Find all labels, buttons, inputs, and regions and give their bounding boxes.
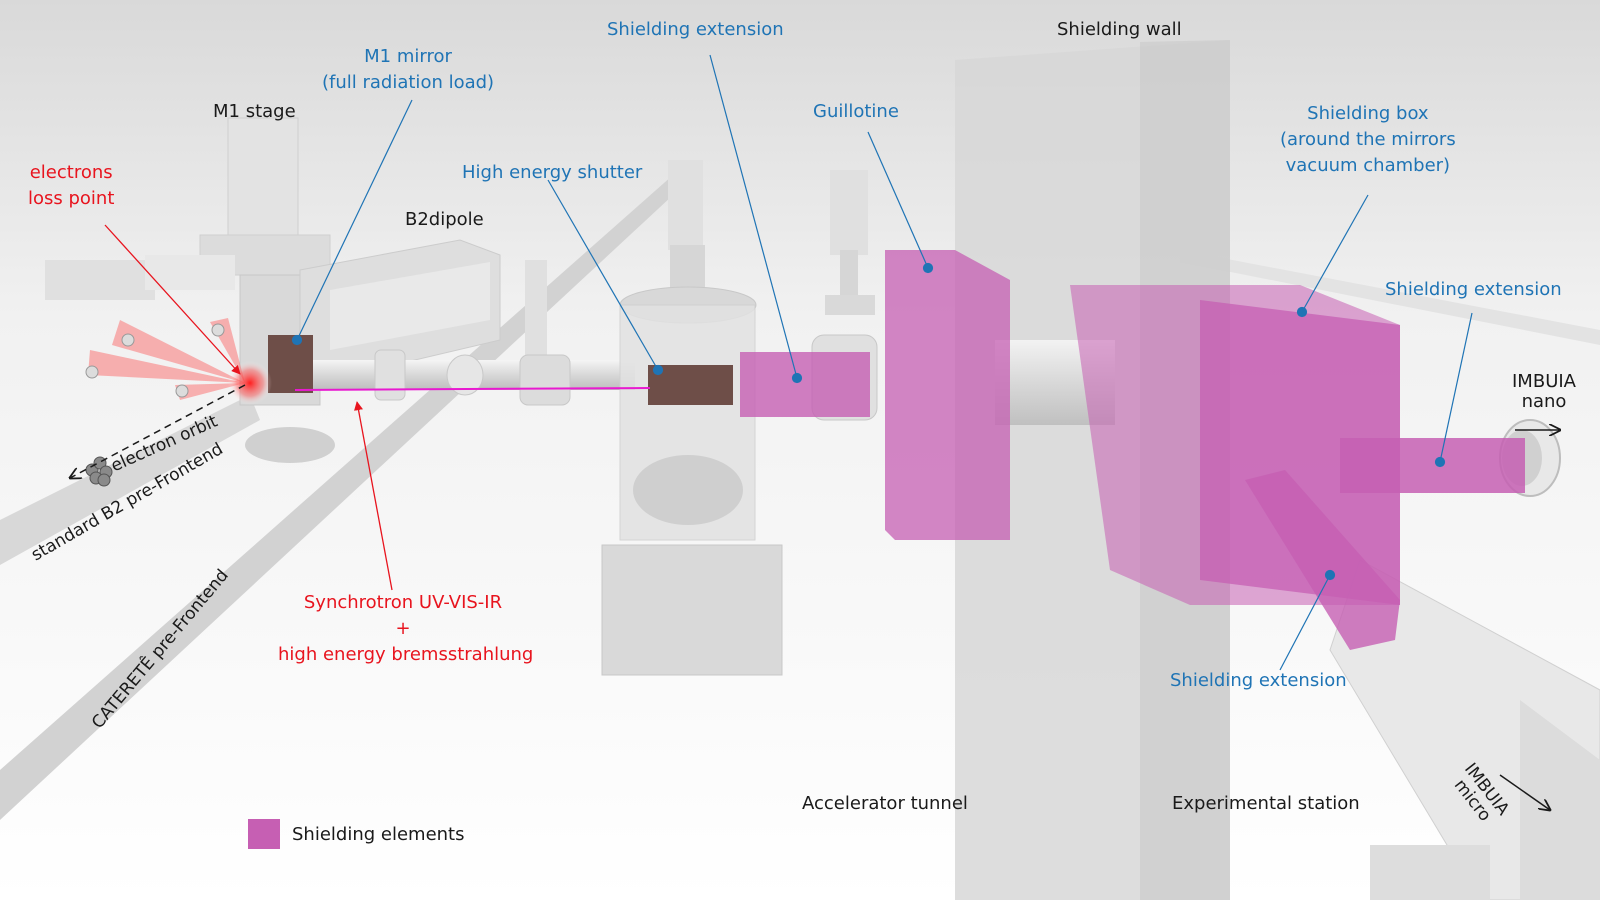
standard-b2-rail (0, 395, 260, 565)
legend-swatch (248, 819, 280, 849)
imbuia-micro-pipe (1329, 559, 1600, 900)
high-energy-shutter-label: High energy shutter (462, 162, 643, 183)
upstream-pipes (300, 260, 635, 406)
legend: Shielding elements (248, 819, 465, 849)
legend-label: Shielding elements (292, 823, 465, 845)
red-arrows (104, 224, 393, 591)
m1-mirror-label: M1 mirror (full radiation load) (322, 46, 495, 93)
electron-orbit-arrow (70, 384, 246, 478)
b2dipole-label: B2dipole (405, 209, 484, 230)
shielding-extension-bottom-label: Shielding extension (1170, 670, 1347, 691)
shielding-wall-label: Shielding wall (1057, 19, 1182, 40)
m1-stage-label: M1 stage (213, 101, 296, 122)
experimental-station-label: Experimental station (1172, 793, 1360, 814)
leader-lines (291, 54, 1473, 671)
b2-dipole (299, 239, 501, 381)
beam-line (294, 387, 651, 391)
imbuia-micro-arrow (1499, 774, 1550, 810)
shielding-box-label: Shielding box (around the mirrors vacuum… (1280, 103, 1456, 176)
high-energy-shutter-assembly (601, 160, 783, 676)
synchrotron-label: Synchrotron UV-VIS-IR + high energy brem… (278, 592, 534, 665)
guillotine-shield-shape (885, 250, 1010, 540)
shielding-extension-top-shape (740, 352, 870, 417)
shielding-box-front-shape (1200, 300, 1400, 605)
accelerator-tunnel-label: Accelerator tunnel (802, 793, 968, 814)
imbuia-nano-label: IMBUIA nano (1512, 371, 1576, 412)
guillotine-label: Guillotine (813, 101, 899, 122)
m1-mirror-block (268, 335, 313, 393)
corner-block (1370, 845, 1490, 900)
shielding-extension-top-label: Shielding extension (607, 19, 784, 40)
background-rail (1180, 250, 1600, 345)
shielding-extension-right-shape (1340, 438, 1525, 493)
shielding-extension-bottom-shape (1245, 470, 1400, 650)
shielding-elements (740, 250, 1525, 650)
shielding-extension-right-label: Shielding extension (1385, 279, 1562, 300)
electrons-loss-label: electrons loss point (28, 162, 115, 209)
